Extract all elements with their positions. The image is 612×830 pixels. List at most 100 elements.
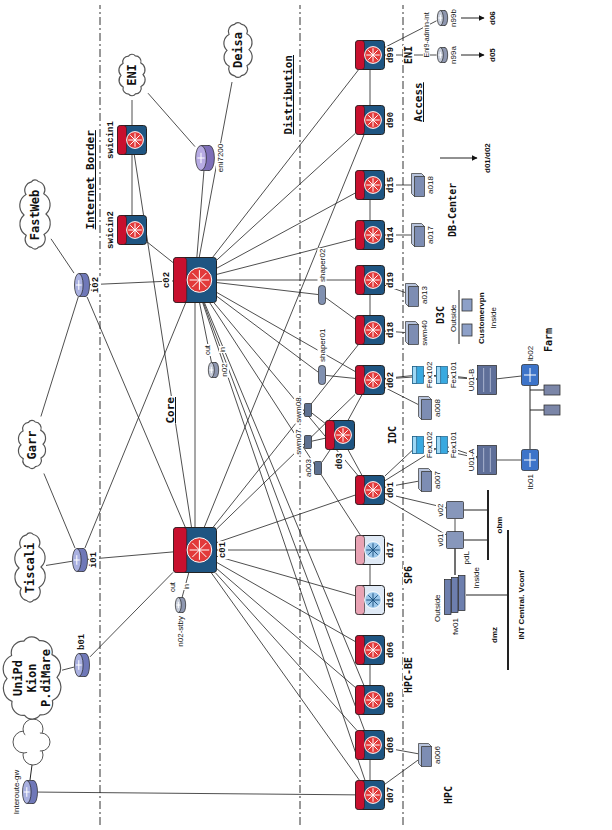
network-link (195, 303, 196, 527)
firewall-icon (444, 575, 466, 615)
router: i02 (74, 273, 90, 297)
network-link (370, 665, 371, 685)
vpn-box (462, 324, 472, 336)
farm-bus (530, 386, 531, 449)
distribution-switch-part (356, 221, 385, 250)
access-switch: a018 (411, 173, 425, 197)
distribution-switch: swicin2 (117, 215, 147, 245)
device-label: d14 (386, 226, 396, 244)
distribution-switch-part (356, 366, 385, 395)
network-link (497, 460, 521, 461)
wire (459, 290, 460, 344)
fabric-extender-part (413, 437, 417, 454)
arrow (461, 55, 484, 56)
network-link (217, 550, 355, 551)
distribution-switch-part (118, 216, 147, 245)
small-router: n02-stby (175, 597, 186, 613)
network-link (217, 395, 355, 529)
fabric-extender-icon (412, 366, 424, 384)
small-router: n02 (208, 362, 219, 378)
traffic-shaper-icon (318, 365, 326, 385)
note-label: in (219, 346, 226, 353)
cloud-label: FastWeb (28, 190, 42, 241)
obm-bus (487, 490, 489, 560)
device-label: d05 (386, 691, 396, 709)
load-balancer: lb01 (521, 449, 539, 471)
distribution-switch-part (356, 266, 385, 295)
note-label: INT Central. Vconf (517, 569, 526, 640)
distribution-switch: d14 (355, 220, 385, 250)
note-label: Outside (449, 303, 458, 333)
distribution-switch-part (335, 427, 352, 444)
note-label: d06 (488, 10, 497, 26)
note-label: Customervpn (477, 291, 486, 345)
access-switch-icon (418, 468, 432, 492)
fabric-extender-part (437, 437, 448, 454)
fabric-extender-part (413, 367, 424, 384)
group-title: SP6 (403, 565, 414, 585)
server-switch-part (483, 448, 484, 472)
fabric-extender-part (437, 367, 448, 384)
group-title: Farm (543, 327, 554, 353)
distribution-switch-part (368, 740, 378, 750)
network-link (44, 474, 75, 549)
note-label: Eni9-admin-int (423, 11, 430, 58)
device-label: a013 (420, 285, 429, 305)
distribution-switch: d19 (355, 265, 385, 295)
note-label: Inside (472, 566, 481, 589)
device-label: d06 (386, 641, 396, 659)
access-switch-icon (418, 396, 432, 420)
small-router-part (175, 598, 181, 613)
access-switch: a013 (405, 283, 419, 307)
network-link (370, 295, 371, 315)
core-switch: c01 (173, 527, 217, 573)
device-label: b01 (77, 633, 87, 651)
group-title: ENI (403, 45, 414, 65)
core-switch-part (174, 528, 187, 573)
cloud-outline (3, 637, 61, 719)
device-label: n99a (449, 45, 458, 65)
access-switch-part (415, 177, 425, 197)
access-switch: v02 (446, 501, 464, 519)
network-link (348, 450, 362, 475)
distribution-switch-part (365, 112, 382, 129)
network-link (205, 303, 364, 685)
access-switch: a006 (418, 743, 432, 767)
network-link (203, 303, 365, 780)
access-switch-part (412, 174, 425, 197)
access-switch-part (305, 404, 312, 417)
network-link (385, 499, 446, 535)
distribution-switch: d16 (355, 585, 385, 615)
distribution-switch-part (368, 485, 378, 495)
distribution-switch-part (368, 595, 378, 605)
distribution-switch-part (356, 586, 385, 615)
distribution-switch-part (356, 316, 385, 345)
network-link (217, 563, 355, 642)
wire (530, 410, 544, 411)
router-part (76, 285, 82, 286)
device-label: n02-stby (176, 615, 185, 648)
small-router-part (209, 370, 213, 371)
distribution-switch-icon (355, 585, 385, 615)
network-link (62, 667, 74, 670)
device-label: d03 (335, 452, 345, 470)
device-label: d15 (386, 176, 396, 194)
device-label: d01 (386, 481, 396, 499)
distribution-switch-part (356, 686, 365, 715)
distribution-switch-part (365, 47, 382, 64)
distribution-switch-icon (355, 220, 385, 250)
access-switch-part (419, 744, 432, 767)
device-label: n02 (220, 362, 229, 377)
network-link (348, 395, 362, 420)
distribution-switch: d08 (355, 730, 385, 760)
network-link (213, 345, 358, 527)
device-label: lb01 (526, 473, 535, 490)
device-label: a018 (426, 175, 435, 195)
network-link (370, 200, 371, 220)
note-label: dmz (490, 626, 499, 644)
load-balancer: lb02 (521, 364, 539, 386)
cloud-shape (24, 728, 42, 756)
fabric-extender-part (437, 437, 441, 454)
network-link (326, 298, 355, 319)
router-icon (72, 548, 88, 572)
